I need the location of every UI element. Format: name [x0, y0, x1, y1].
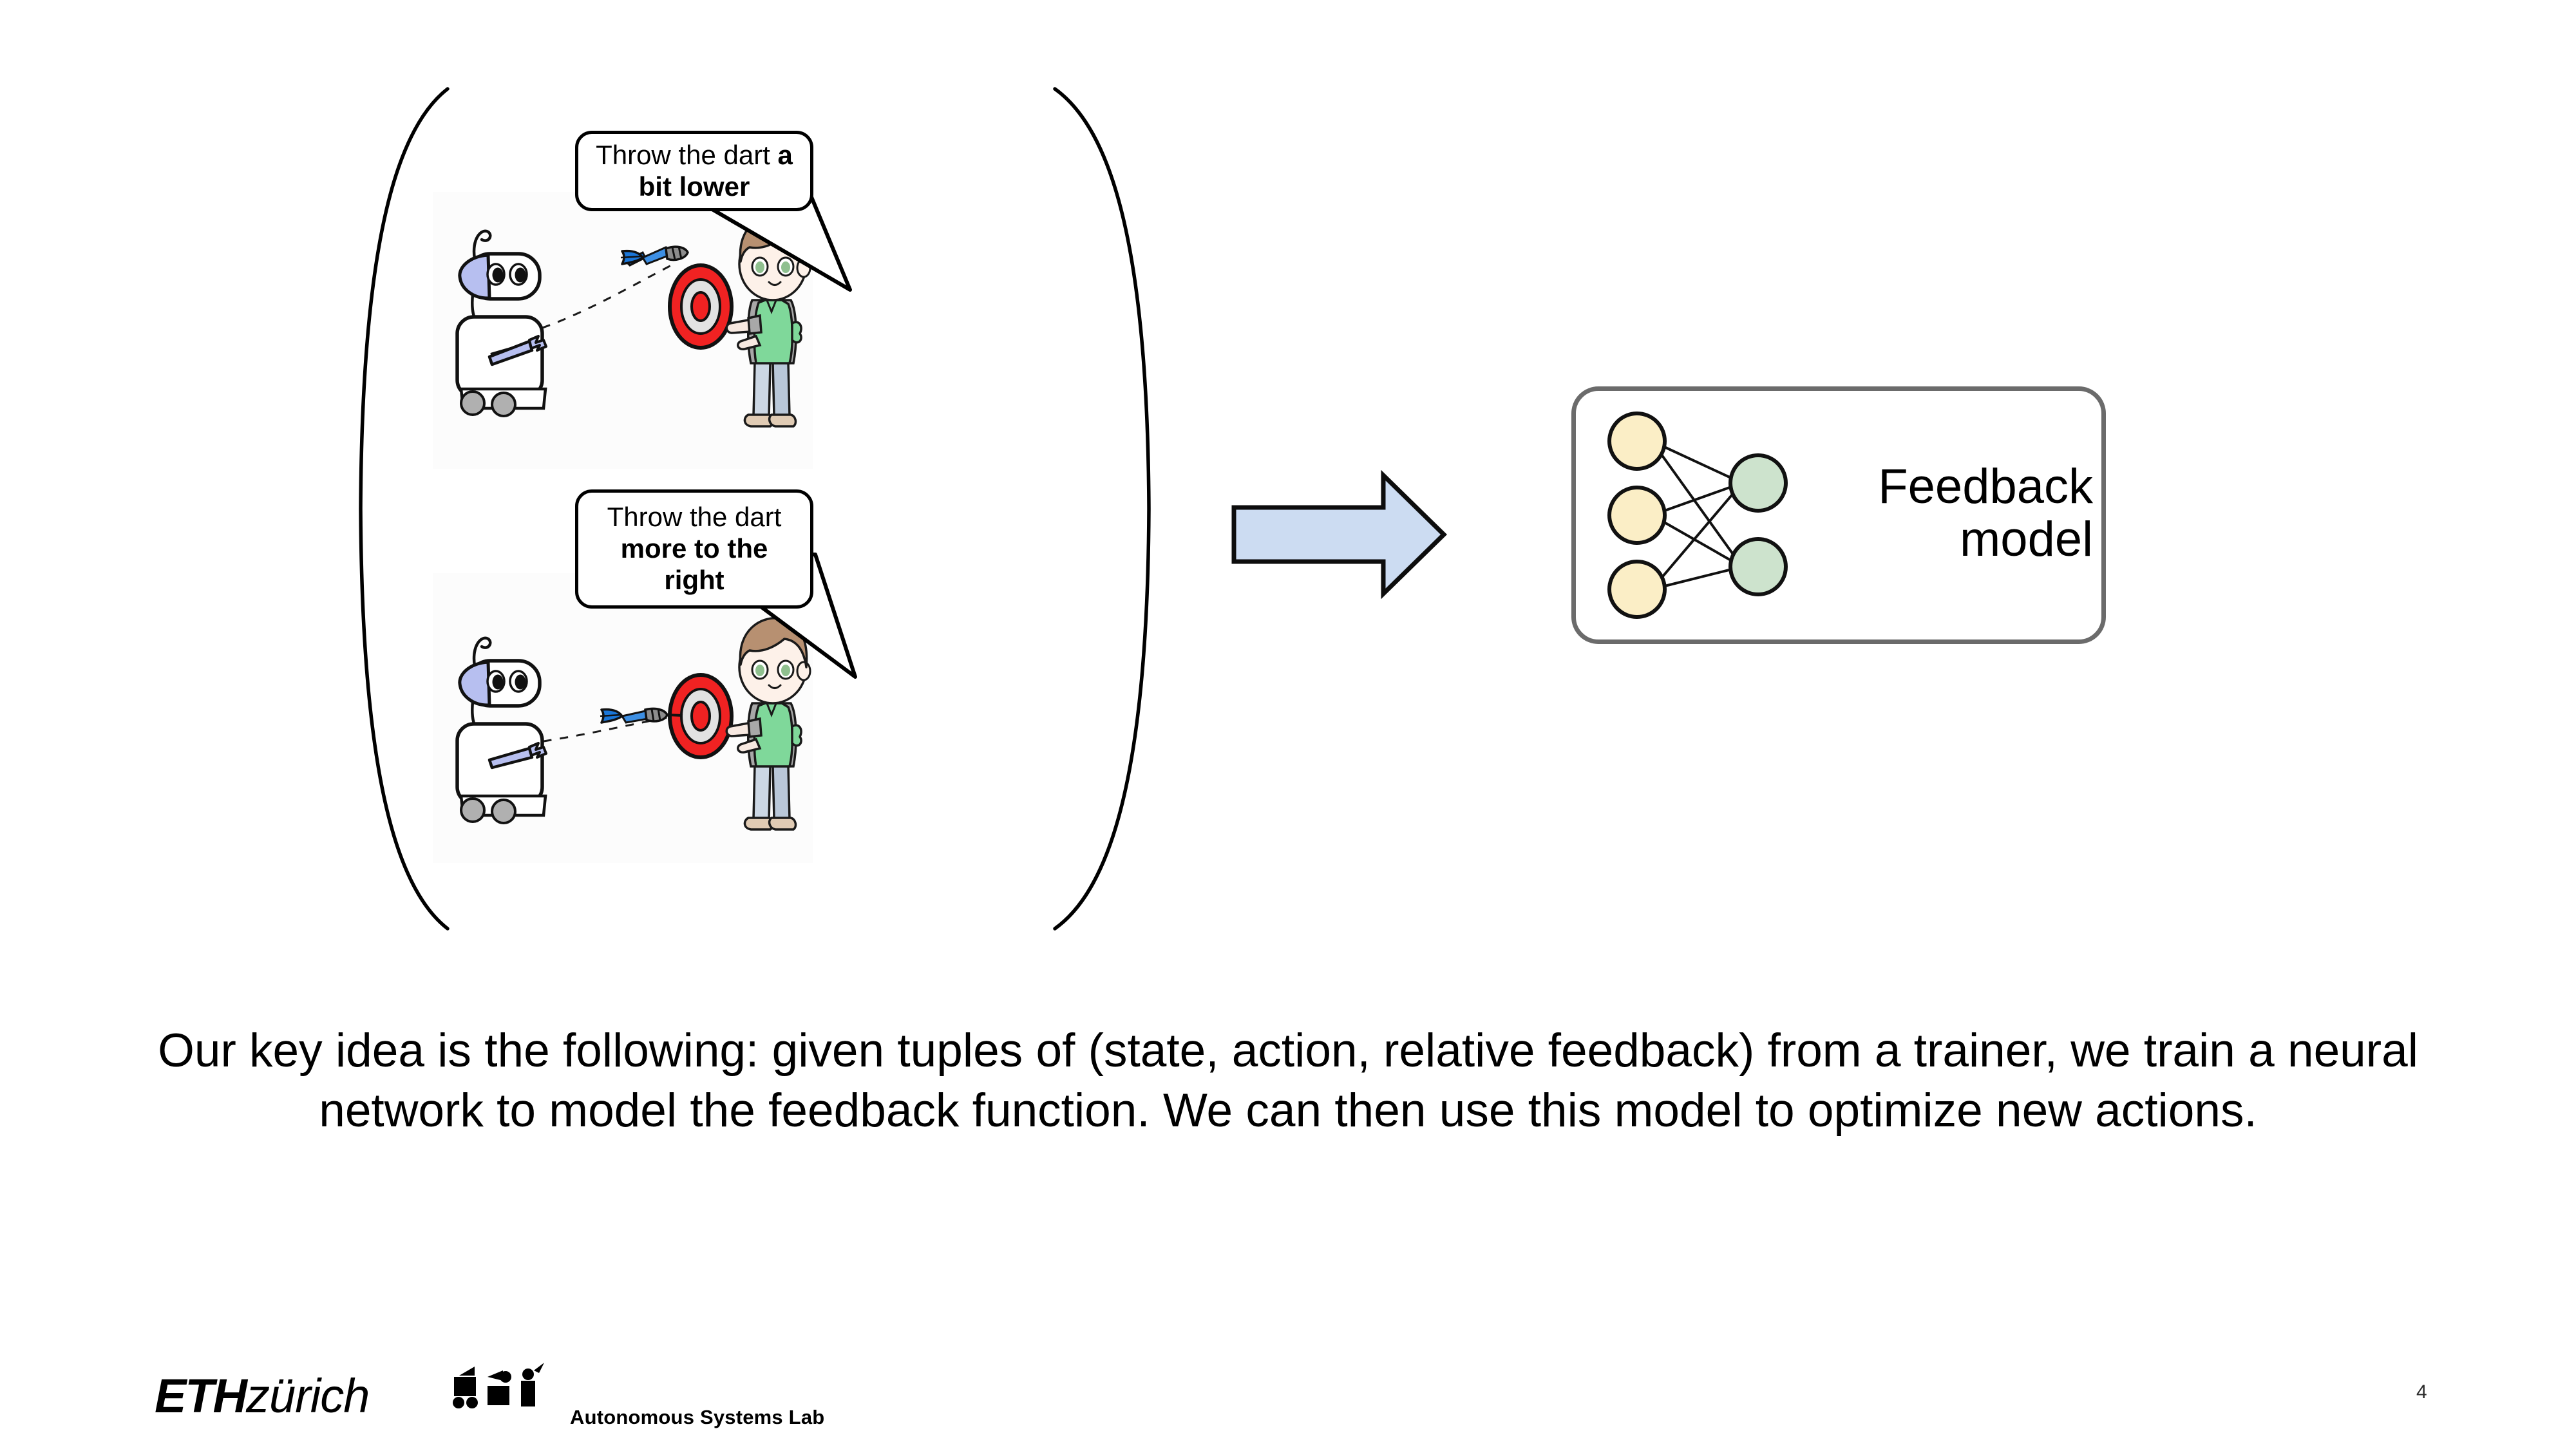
slide-caption: Our key idea is the following: given tup…	[158, 1025, 2418, 1137]
panel-top-scene	[433, 192, 813, 469]
feedback-model-label: Feedback model	[1878, 459, 2093, 567]
neural-network-diagram	[1604, 406, 1810, 625]
demo-panel-top	[433, 192, 813, 469]
panel-bottom-scene	[433, 573, 813, 863]
eth-zurich-logo: ETHzürich	[155, 1368, 370, 1423]
bubble-bottom-bold: more to the right	[620, 533, 768, 595]
eth-wordmark: ETH	[155, 1369, 247, 1423]
bubble-top-plain: Throw the dart	[596, 139, 778, 170]
bubble-bottom-plain: Throw the dart	[607, 502, 782, 533]
bracket-right	[1050, 84, 1179, 934]
speech-bubble-top: Throw the dart a bit lower	[575, 131, 813, 211]
trainer-icon	[725, 617, 811, 831]
slide-page-number: 4	[2416, 1381, 2427, 1403]
bracket-left	[335, 84, 451, 934]
dartboard-icon	[668, 263, 734, 350]
zurich-wordmark: zürich	[246, 1369, 370, 1423]
right-arrow-icon	[1230, 469, 1513, 600]
asl-robot-glyphs-icon	[448, 1360, 557, 1431]
robot-icon	[455, 229, 547, 417]
dartboard-icon	[668, 673, 734, 759]
robot-icon	[455, 636, 547, 824]
bubble-top-bold: a bit lower	[638, 139, 793, 202]
asl-lab-name: Autonomous Systems Lab	[570, 1406, 825, 1428]
dart-icon	[620, 245, 689, 267]
dart-icon	[600, 707, 683, 724]
demo-panel-bottom	[433, 573, 813, 863]
speech-bubble-bottom: Throw the dart more to the right	[575, 489, 813, 609]
